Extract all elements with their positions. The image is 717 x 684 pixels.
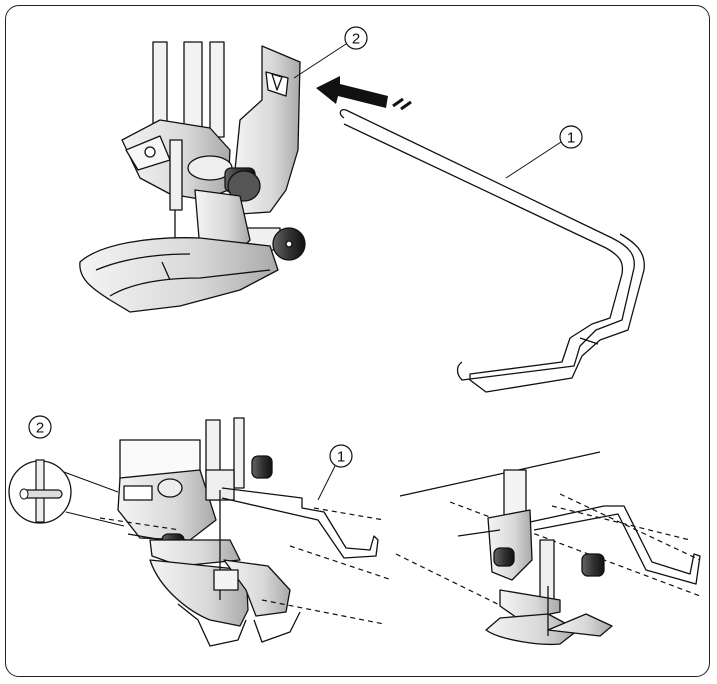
quilting-guide-bar-drawing bbox=[339, 108, 645, 393]
callout-1-top-label: 1 bbox=[567, 130, 575, 147]
bottom-left-guide-bar bbox=[221, 487, 379, 559]
insert-arrow-icon bbox=[316, 76, 412, 111]
callout-1-bottom-label: 1 bbox=[337, 449, 345, 466]
bottom-left-presser-foot bbox=[117, 417, 301, 647]
callout-1-top: 1 bbox=[505, 125, 583, 179]
bottom-right-fabric bbox=[395, 451, 701, 621]
callout-1-bottom: 1 bbox=[317, 444, 353, 501]
top-presser-foot bbox=[79, 41, 306, 313]
callout-2-bottom-label: 2 bbox=[36, 420, 44, 437]
bottom-left-dashed-guides bbox=[99, 507, 393, 625]
callout-2-top-label: 2 bbox=[352, 31, 360, 48]
bottom-right-guide-bar bbox=[529, 505, 701, 585]
bottom-right-presser-foot bbox=[457, 469, 613, 646]
callout-2-top: 2 bbox=[293, 26, 368, 79]
magnified-pin-detail: 2 bbox=[8, 415, 125, 527]
